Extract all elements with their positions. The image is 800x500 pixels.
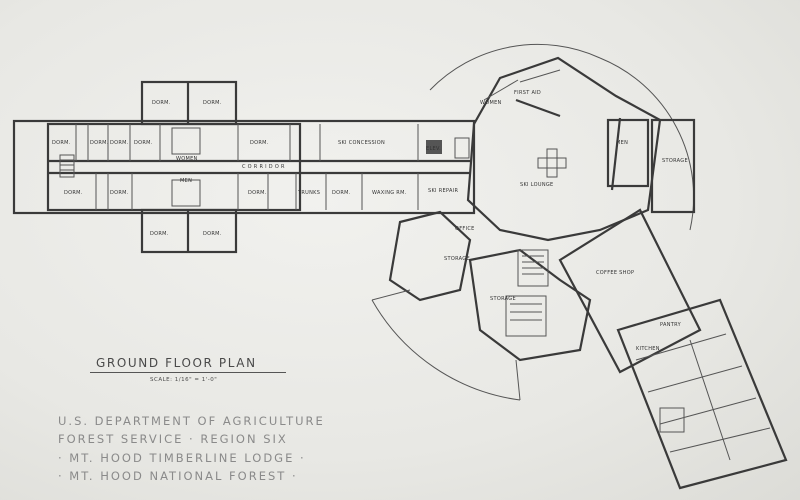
room-label-dorm: DORM. — [150, 231, 169, 237]
room-label-women: WOMEN — [176, 156, 198, 162]
room-label-dorm: DORM. — [203, 100, 222, 106]
room-label-ski-repair: SKI REPAIR — [428, 188, 459, 194]
room-label-first-aid: FIRST AID — [514, 90, 542, 96]
room-label-dorm: DORM. — [248, 190, 267, 196]
room-label-trunks: TRUNKS — [298, 190, 321, 196]
west-dormitory-wing — [12, 80, 476, 254]
room-label-dorm: DORM. — [250, 140, 269, 146]
room-label-ski-concession: SKI CONCESSION — [338, 140, 386, 146]
room-label-storage: STORAGE — [490, 296, 516, 302]
plan-title: GROUND FLOOR PLAN — [96, 356, 257, 370]
title-underline — [90, 372, 286, 373]
room-label-coffee-shop: COFFEE SHOP — [596, 270, 635, 276]
scale-note: SCALE: 1/16" = 1'-0" — [150, 377, 218, 383]
room-label-elevator: ELEV. — [426, 146, 441, 152]
room-label-dorm: DORM. — [134, 140, 153, 146]
room-label-corridor: C O R R I D O R — [242, 164, 285, 170]
credit-line-forest-service: FOREST SERVICE · REGION SIX — [58, 432, 288, 446]
southwest-entrance-wing — [371, 210, 592, 401]
room-label-dorm: DORM. — [110, 140, 129, 146]
southeast-service-wing — [558, 208, 788, 490]
room-label-kitchen: KITCHEN — [636, 346, 660, 352]
room-label-dorm: DORM. — [110, 190, 129, 196]
credit-line-lodge: · MT. HOOD TIMBERLINE LODGE · — [58, 451, 306, 465]
room-label-dorm: DORM. — [152, 100, 171, 106]
room-label-waxing: WAXING RM. — [372, 190, 407, 196]
room-label-dorm: DORM. — [64, 190, 83, 196]
room-label-dorm: DORM. — [203, 231, 222, 237]
room-label-men: MEN — [180, 178, 193, 184]
room-label-pantry: PANTRY — [660, 322, 681, 328]
room-label-men-wing: MEN — [616, 140, 629, 146]
room-label-dorm: DORM. — [52, 140, 71, 146]
room-label-office: OFFICE — [455, 226, 475, 232]
room-label-women-wing: WOMEN — [480, 100, 502, 106]
credit-line-department: U.S. DEPARTMENT OF AGRICULTURE — [58, 414, 325, 428]
room-label-storage-wing: STORAGE — [662, 158, 688, 164]
room-label-storage: STORAGE — [444, 256, 470, 262]
room-label-ski-lounge: SKI LOUNGE — [520, 182, 554, 188]
credit-line-national-forest: · MT. HOOD NATIONAL FOREST · — [58, 469, 298, 483]
ski-lounge-hub — [429, 43, 696, 242]
room-label-dorm: DORM. — [90, 140, 109, 146]
room-label-dorm: DORM. — [332, 190, 351, 196]
